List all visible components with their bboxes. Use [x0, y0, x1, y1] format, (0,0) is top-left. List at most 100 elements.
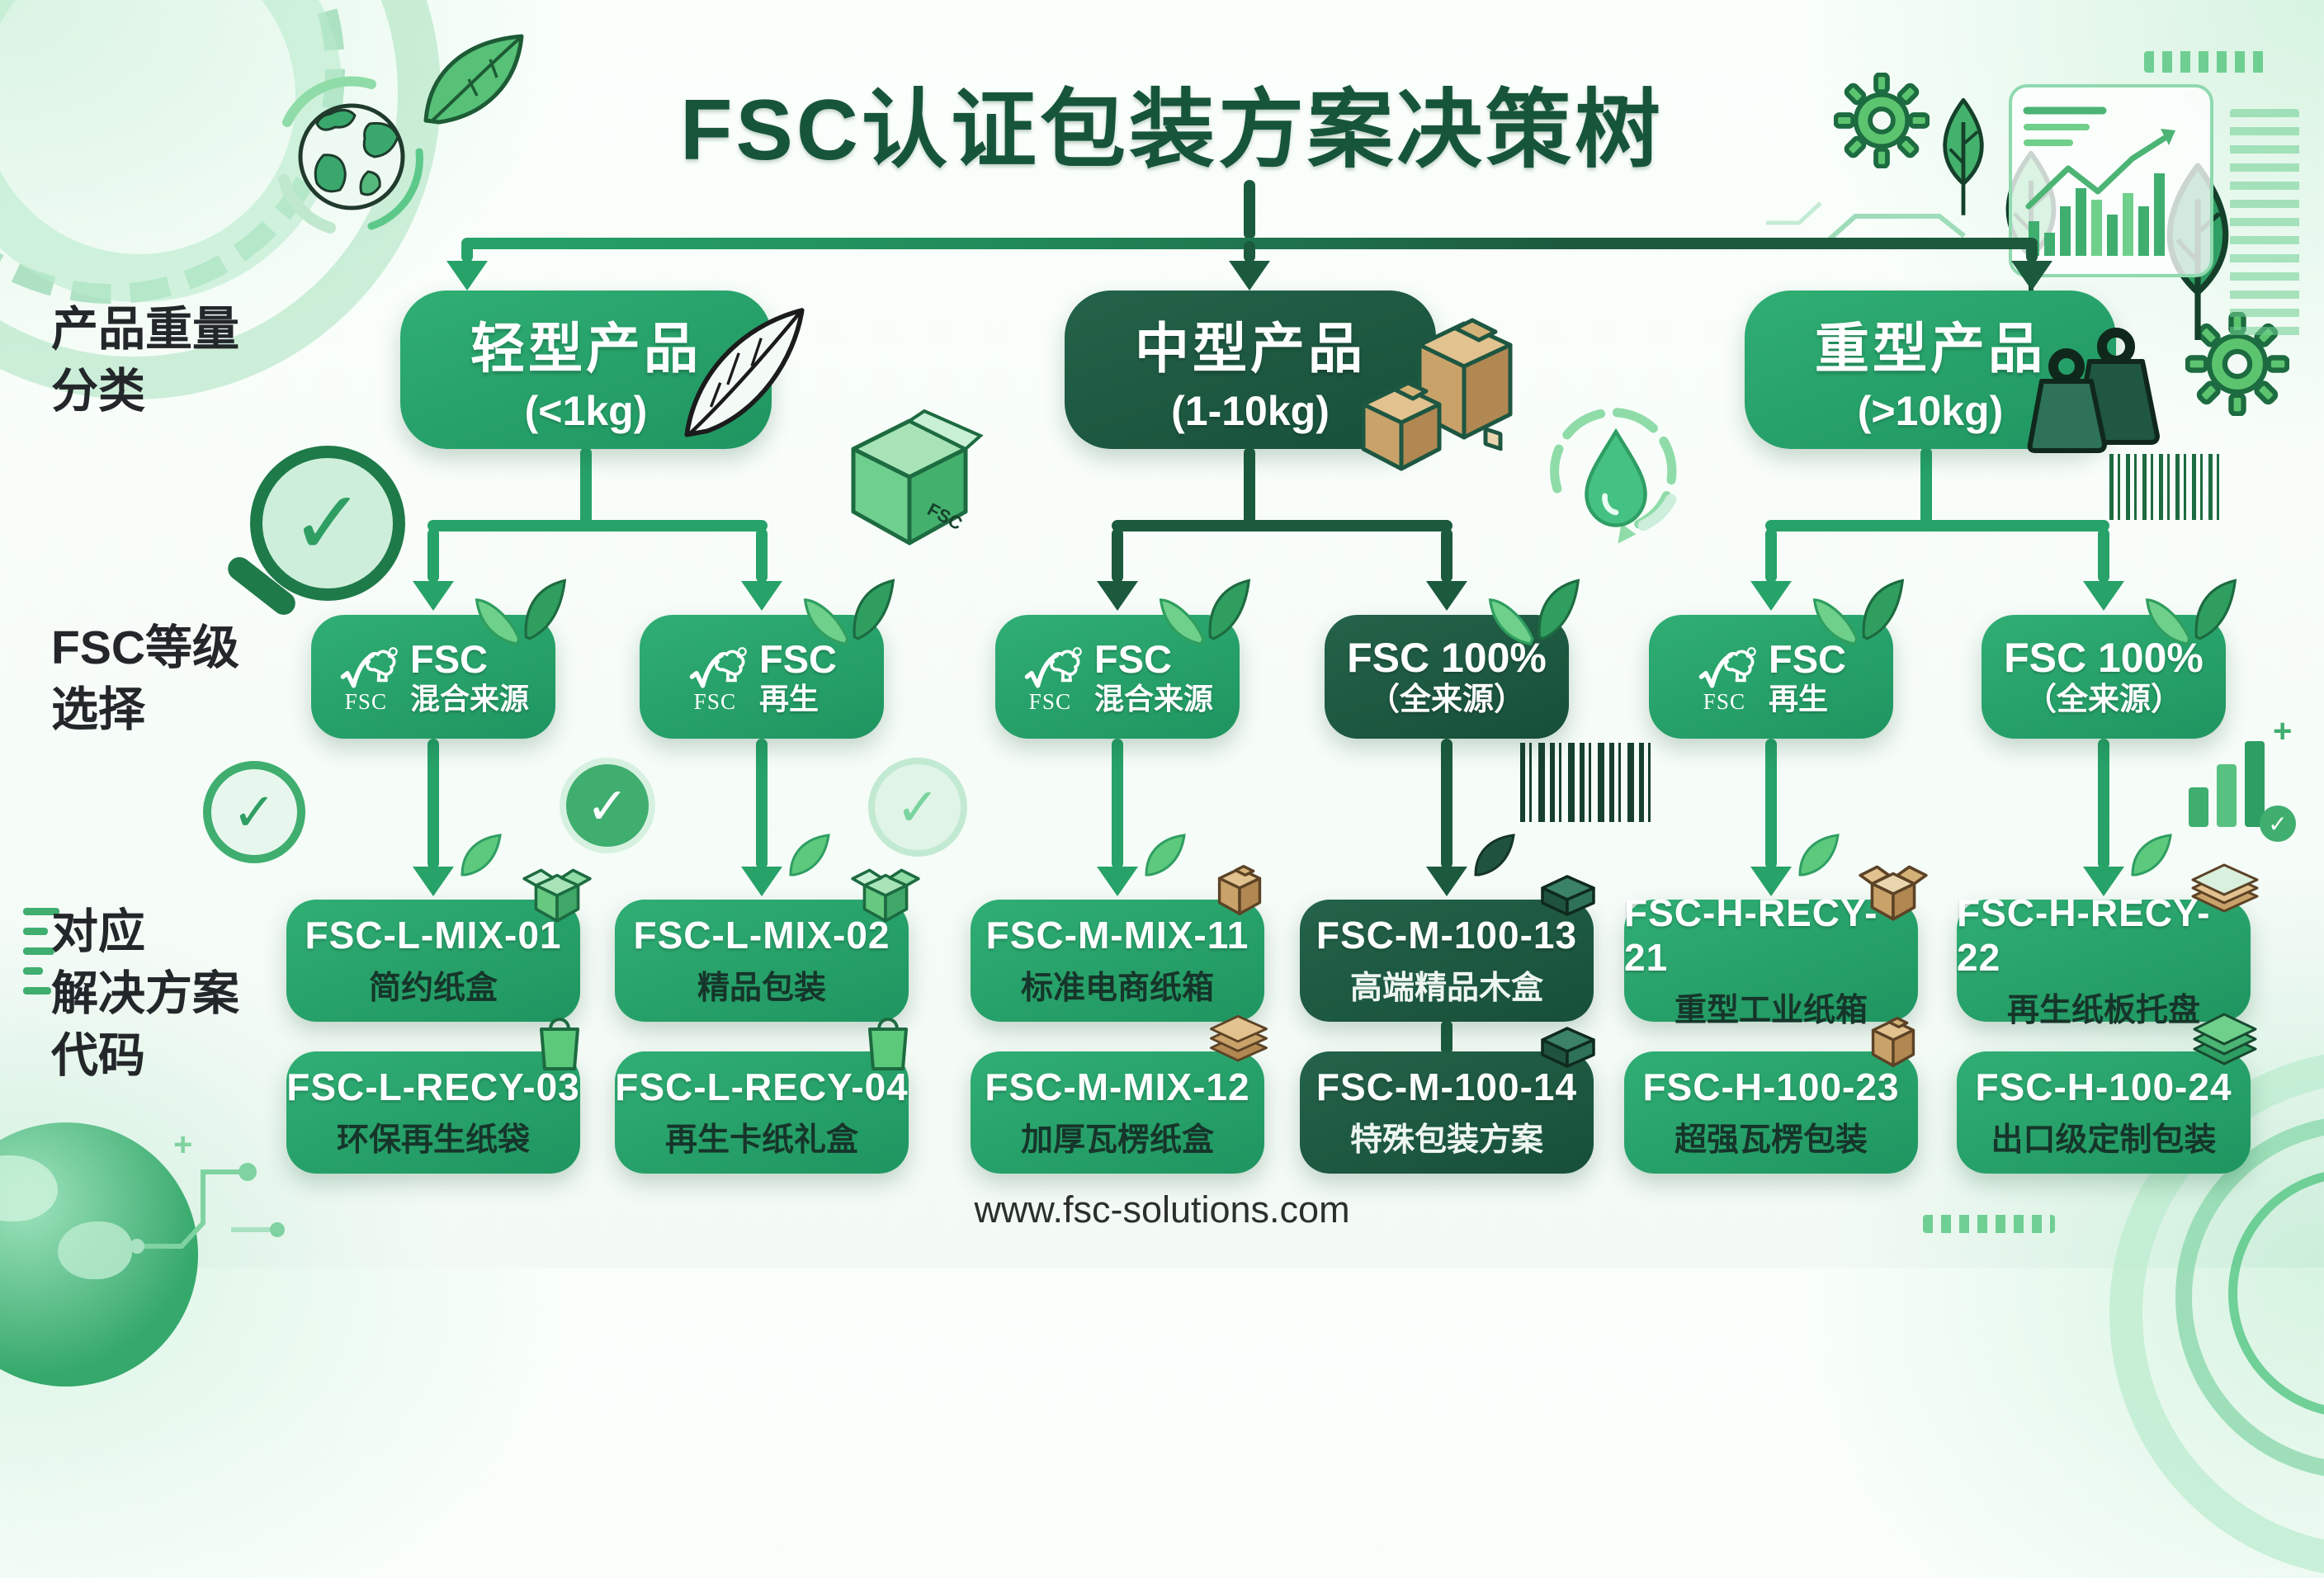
connector-line [1920, 447, 1932, 527]
leaf-pair-icon [1812, 579, 1905, 646]
website-url: www.fsc-solutions.com [974, 1188, 1350, 1231]
leaf-pair-icon [2145, 579, 2237, 646]
arrowhead-icon [741, 581, 782, 611]
node-light-product: 轻型产品 (<1kg) [400, 291, 772, 449]
package-3d-icon: FSC [851, 409, 984, 546]
sprout-leaf-icon [1474, 834, 1515, 876]
fsc-logo-icon: FSC [689, 647, 747, 714]
check-circle-icon: ✓ [868, 758, 967, 857]
node-fsc-100-heavy: FSC 100%（全来源） [1982, 579, 2237, 739]
connector-line [1112, 520, 1452, 532]
connector-line [1441, 1020, 1452, 1055]
arrowhead-icon [413, 867, 454, 896]
sprout-leaf-icon [789, 834, 830, 876]
connector-line [1441, 528, 1452, 583]
arrowhead-icon [1750, 867, 1792, 896]
recycle-droplet-icon [1550, 408, 1677, 544]
list-dashes [23, 987, 51, 995]
check-circle-icon: ✓ [203, 761, 305, 863]
circuit-dots: + [130, 1127, 285, 1254]
arrowhead-icon [446, 261, 488, 291]
growth-chart-panel [2009, 84, 2213, 277]
node-fsc-100-medium: FSC 100%（全来源） [1325, 579, 1580, 739]
node-medium-product: 中型产品 (1-10kg) [1065, 291, 1436, 449]
mini-bar-chart-icon: ✓ + [2189, 713, 2296, 842]
arrowhead-icon [2011, 261, 2052, 291]
leaf-pair-icon [803, 579, 895, 646]
connector-line [1765, 739, 1777, 869]
connector-line [1244, 447, 1255, 527]
sprout-leaf-icon [1145, 834, 1186, 876]
leaf-icon [423, 34, 524, 125]
fsc-logo-icon: FSC [340, 647, 398, 714]
connector-line [580, 447, 592, 527]
connector-line [1765, 528, 1777, 583]
check-circle-icon: ✓ [560, 758, 655, 853]
svg-text:+: + [173, 1127, 192, 1163]
dash-marks [1923, 1215, 2055, 1233]
sprout-leaf-icon [2131, 834, 2172, 876]
arrowhead-icon [413, 581, 454, 611]
leaf-pair-icon [475, 579, 567, 646]
arrowhead-icon [1426, 867, 1467, 896]
arrowhead-icon [1750, 581, 1792, 611]
svg-text:FSC: FSC [1029, 689, 1072, 714]
fsc-logo-icon: FSC [1024, 647, 1082, 714]
sprout-leaf-icon [1798, 834, 1840, 876]
fsc-logo-icon: FSC [1698, 647, 1756, 714]
arrowhead-icon [1426, 581, 1467, 611]
list-dashes [23, 908, 59, 915]
connector-line [427, 520, 768, 532]
svg-text:FSC: FSC [1703, 689, 1746, 714]
magnifier-icon: ✓ [223, 446, 409, 627]
leaf-pair-icon [1159, 579, 1251, 646]
connector-line [2026, 241, 2038, 262]
gear-icon [1834, 73, 1930, 168]
sprout-leaf-icon [461, 834, 502, 876]
connector-line [427, 739, 439, 869]
connector-line [1112, 528, 1123, 583]
list-dashes [23, 928, 48, 935]
leaf-pair-icon [1488, 579, 1580, 646]
list-dashes [23, 967, 43, 975]
connector-line [2098, 528, 2109, 583]
connector-line [1244, 180, 1255, 239]
connector-line [756, 739, 768, 869]
list-dashes [23, 947, 54, 955]
svg-text:FSC: FSC [694, 689, 737, 714]
data-dash-column [2230, 109, 2299, 340]
arrowhead-icon [1229, 261, 1270, 291]
connector-line [1112, 739, 1123, 869]
connector-line [427, 528, 439, 583]
node-heavy-product: 重型产品 (>10kg) [1745, 291, 2116, 449]
connector-line [2098, 739, 2109, 869]
connector-line [461, 241, 473, 262]
row-label-weight: 产品重量分类 [51, 303, 239, 418]
svg-text:FSC: FSC [345, 689, 388, 714]
connector-line [756, 528, 768, 583]
row-label-grade: FSC等级选择 [51, 621, 239, 737]
dash-marks [2144, 51, 2268, 73]
row-label-solution: 对应解决方案代码 [51, 905, 239, 1083]
arrowhead-icon [1097, 867, 1138, 896]
page-title: FSC认证包装方案决策树 [679, 83, 1664, 178]
arrowhead-icon [741, 867, 782, 896]
connector-line [1765, 520, 2109, 532]
barcode-icon [1520, 743, 1652, 822]
